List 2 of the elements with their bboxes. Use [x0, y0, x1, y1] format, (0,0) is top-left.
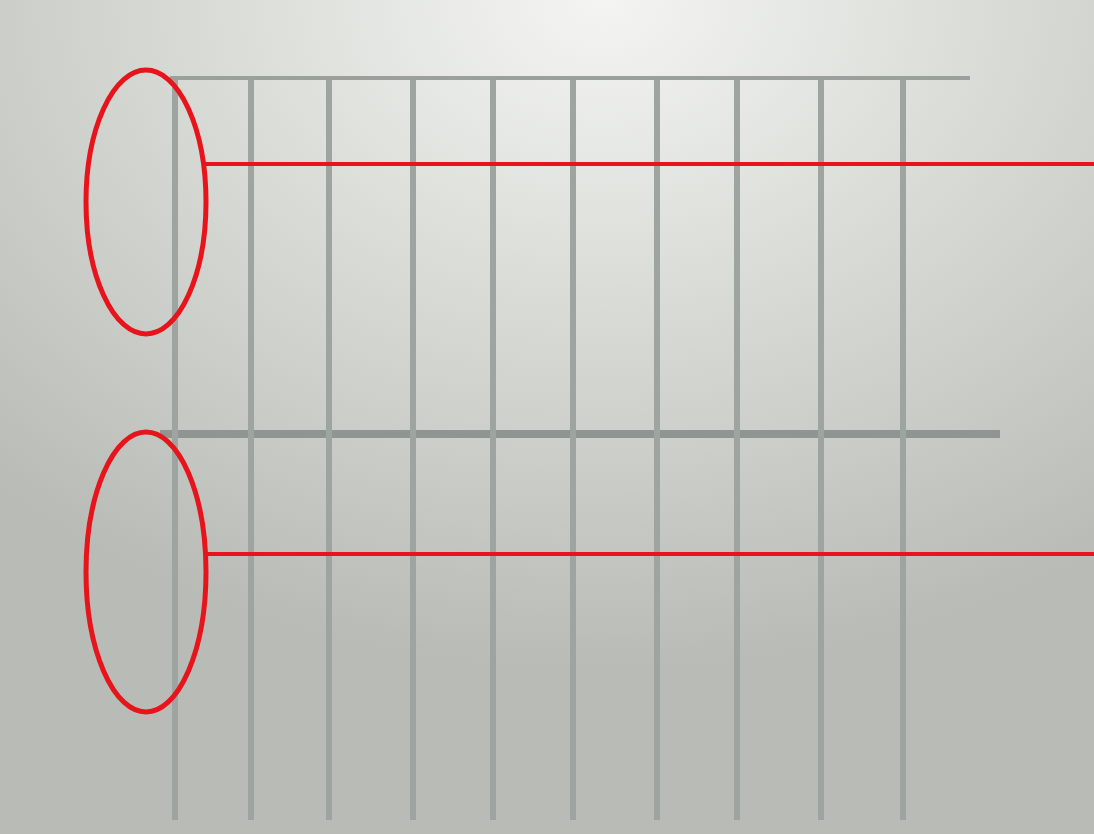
highlight-line: [205, 552, 1094, 556]
highlight-line: [203, 162, 1094, 166]
